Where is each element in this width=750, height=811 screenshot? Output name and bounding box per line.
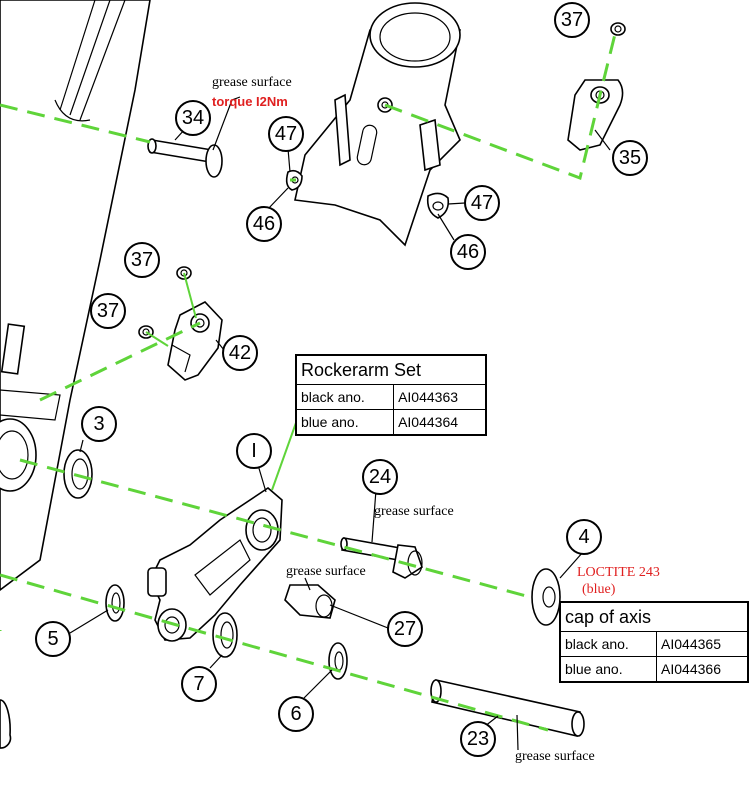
- note-grease-23: grease surface: [515, 749, 595, 764]
- svg-text:37: 37: [561, 9, 583, 31]
- svg-text:42: 42: [229, 342, 251, 364]
- table-row: black ano. AI044365: [559, 631, 749, 657]
- svg-text:37: 37: [97, 300, 119, 322]
- svg-text:23: 23: [467, 728, 489, 750]
- screw-37-top: [610, 22, 626, 36]
- note-loctite: LOCTITE 243: [577, 565, 660, 580]
- callout-37-mid-a: 37: [124, 242, 160, 278]
- callout-47-b: 47: [464, 185, 500, 221]
- svg-text:6: 6: [290, 703, 301, 725]
- callout-23: 23: [460, 721, 496, 757]
- table-row: blue ano. AI044364: [295, 409, 487, 436]
- cap-label-blue: blue ano.: [559, 656, 658, 683]
- callout-35: 35: [612, 140, 648, 176]
- note-loctite-color: (blue): [582, 582, 616, 597]
- svg-text:47: 47: [471, 192, 493, 214]
- callout-47-a: 47: [268, 116, 304, 152]
- bearing-7: [212, 612, 238, 658]
- cap-piece-35: [567, 79, 624, 151]
- seat-tube-lug: [294, 2, 461, 247]
- axle-24: [340, 537, 423, 579]
- rockerarm-set-table: Rockerarm Set black ano. AI044363 blue a…: [295, 354, 487, 436]
- washer-6: [328, 642, 348, 680]
- svg-text:46: 46: [253, 213, 275, 235]
- callout-34: 34: [175, 100, 211, 136]
- rocker-arm-1: [147, 486, 283, 642]
- svg-text:27: 27: [394, 618, 416, 640]
- callout-37-top: 37: [554, 2, 590, 38]
- svg-text:37: 37: [131, 249, 153, 271]
- bearing-3: [63, 449, 93, 499]
- link-piece-42: [167, 301, 223, 381]
- callout-6: 6: [278, 696, 314, 732]
- cap-label-black: black ano.: [559, 631, 658, 657]
- cap-of-axis-table: cap of axis black ano. AI044365 blue ano…: [559, 601, 749, 683]
- rockerarm-table-title: Rockerarm Set: [295, 354, 487, 385]
- cap-table-title: cap of axis: [559, 601, 749, 632]
- axle-23: [430, 679, 585, 737]
- callout-24: 24: [362, 459, 398, 495]
- svg-text:3: 3: [93, 413, 104, 435]
- rockerarm-label-black: black ano.: [295, 384, 395, 410]
- callout-46-b: 46: [450, 234, 486, 270]
- clamp-46-47-b: [426, 192, 450, 219]
- cap-washer-4: [531, 568, 561, 626]
- bolt-34: [147, 138, 223, 178]
- svg-text:46: 46: [457, 241, 479, 263]
- svg-text:47: 47: [275, 123, 297, 145]
- rockerarm-code-blue: AI044364: [393, 409, 487, 436]
- callout-37-mid-b: 37: [90, 293, 126, 329]
- svg-text:34: 34: [182, 107, 204, 129]
- frame-tube: [0, 0, 151, 749]
- cap-code-blue: AI044366: [656, 656, 749, 683]
- callout-5: 5: [35, 621, 71, 657]
- table-row: blue ano. AI044366: [559, 656, 749, 683]
- svg-text:35: 35: [619, 147, 641, 169]
- rockerarm-label-blue: blue ano.: [295, 409, 395, 436]
- callout-1: I: [236, 433, 272, 469]
- callout-4: 4: [566, 519, 602, 555]
- callout-3: 3: [81, 406, 117, 442]
- callout-46-a: 46: [246, 206, 282, 242]
- rockerarm-code-black: AI044363: [393, 384, 487, 410]
- note-grease-24: grease surface: [374, 504, 454, 519]
- callout-7: 7: [181, 666, 217, 702]
- table-row: black ano. AI044363: [295, 384, 487, 410]
- note-grease-27: grease surface: [286, 564, 366, 579]
- washer-5: [105, 584, 125, 622]
- callout-27: 27: [387, 611, 423, 647]
- note-torque-34: torque I2Nm: [212, 94, 288, 109]
- svg-text:I: I: [251, 440, 257, 462]
- cap-code-black: AI044365: [656, 631, 749, 657]
- callout-42: 42: [222, 335, 258, 371]
- svg-text:7: 7: [193, 673, 204, 695]
- assembly-guide-lines: [0, 29, 618, 732]
- note-grease-34: grease surface: [212, 75, 292, 90]
- svg-text:24: 24: [369, 466, 391, 488]
- svg-text:5: 5: [47, 628, 58, 650]
- svg-text:4: 4: [578, 526, 589, 548]
